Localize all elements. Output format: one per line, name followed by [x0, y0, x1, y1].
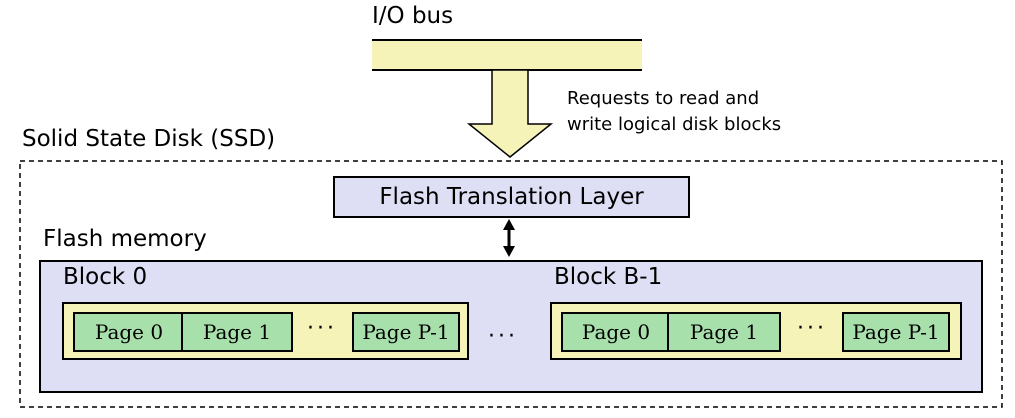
- block-0-pages-ellipsis: ···: [307, 316, 337, 341]
- page-label: Page P-1: [852, 320, 940, 344]
- blocks-ellipsis: ···: [488, 324, 518, 349]
- page-label: Page 1: [202, 320, 272, 344]
- flash-translation-layer: Flash Translation Layer: [333, 176, 690, 218]
- block-0: Page 0 Page 1 ··· Page P-1: [62, 302, 469, 360]
- page-label: Page 1: [689, 320, 759, 344]
- block-last-page-last: Page P-1: [842, 312, 950, 352]
- block-0-label: Block 0: [63, 264, 148, 290]
- ftl-label: Flash Translation Layer: [379, 184, 644, 210]
- block-last-page-1: Page 1: [667, 312, 781, 352]
- request-note: Requests to read and write logical disk …: [567, 86, 781, 138]
- block-last-pages-ellipsis: ···: [797, 316, 827, 341]
- request-note-line-1: Requests to read and: [567, 88, 760, 109]
- ssd-boundary: [19, 160, 1003, 408]
- block-0-page-last: Page P-1: [352, 312, 460, 352]
- request-arrow: [466, 69, 554, 158]
- block-0-page-0: Page 0: [73, 312, 185, 352]
- io-bus-label: I/O bus: [372, 3, 454, 29]
- flash-memory-label: Flash memory: [43, 226, 207, 252]
- io-bus-bar: [372, 40, 642, 70]
- request-note-line-2: write logical disk blocks: [567, 114, 782, 135]
- block-last-page-0: Page 0: [561, 312, 671, 352]
- block-last-label: Block B-1: [554, 264, 663, 290]
- page-label: Page 0: [581, 320, 651, 344]
- block-0-page-1: Page 1: [181, 312, 293, 352]
- page-label: Page 0: [94, 320, 164, 344]
- ftl-flash-double-arrow: [503, 219, 515, 257]
- page-label: Page P-1: [362, 320, 450, 344]
- block-last: Page 0 Page 1 ··· Page P-1: [550, 302, 962, 360]
- ssd-label: Solid State Disk (SSD): [22, 126, 276, 152]
